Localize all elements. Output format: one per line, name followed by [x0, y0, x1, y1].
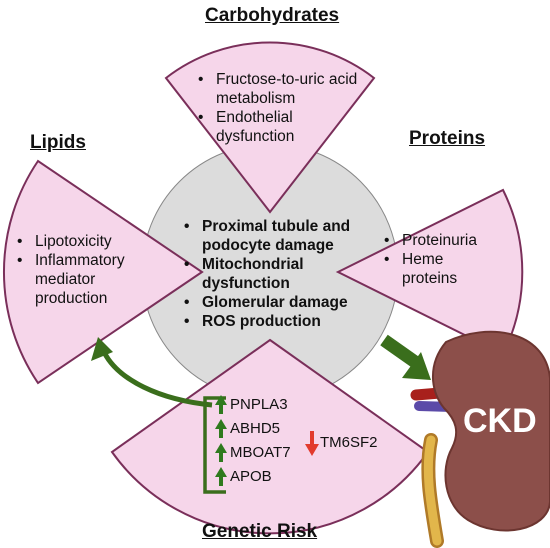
proteins-title: Proteins	[409, 128, 486, 149]
ckd-label: CKD	[463, 402, 537, 440]
gene-label-down: TM6SF2	[320, 434, 378, 451]
gene-bracket	[203, 396, 226, 494]
list-item: Lipotoxicity	[15, 232, 165, 251]
gene-up-arrow-1	[215, 395, 227, 414]
gene-label: APOB	[230, 468, 272, 485]
gene-up-arrow-4	[215, 467, 227, 486]
to-ckd-arrow	[380, 334, 431, 380]
gene-label: MBOAT7	[230, 444, 291, 461]
list-item: Inflammatory mediator production	[15, 251, 165, 308]
genetic-risk-wedge	[110, 338, 430, 535]
gene-label: ABHD5	[230, 420, 281, 437]
gene-down-arrow	[305, 431, 319, 456]
genetic-to-lipids-arrow	[101, 350, 213, 408]
list-item: Proteinuria	[382, 231, 502, 250]
proteins-list: Proteinuria Heme proteins	[382, 231, 502, 288]
list-item: Mitochondrial dysfunction	[182, 255, 372, 293]
genetic-to-lipids-arrowhead	[91, 337, 113, 361]
list-item: Fructose-to-uric acid metabolism	[196, 70, 368, 108]
gene-up-arrow-2	[215, 419, 227, 438]
carbohydrates-title: Carbohydrates	[205, 5, 340, 26]
gene-up-arrows	[215, 395, 227, 486]
list-item: Heme proteins	[382, 250, 502, 288]
kidney-icon	[410, 330, 550, 548]
genetic-risk-title: Genetic Risk	[202, 521, 318, 542]
list-item: ROS production	[182, 312, 372, 331]
center-list: Proximal tubule and podocyte damage Mito…	[182, 217, 372, 331]
lipids-title: Lipids	[30, 132, 86, 153]
gene-label: PNPLA3	[230, 396, 288, 413]
carbohydrates-list: Fructose-to-uric acid metabolism Endothe…	[196, 70, 368, 146]
list-item: Proximal tubule and podocyte damage	[182, 217, 372, 255]
gene-up-arrow-3	[215, 443, 227, 462]
list-item: Endothelial dysfunction	[196, 108, 368, 146]
list-item: Glomerular damage	[182, 293, 372, 312]
lipids-list: Lipotoxicity Inflammatory mediator produ…	[15, 232, 165, 308]
